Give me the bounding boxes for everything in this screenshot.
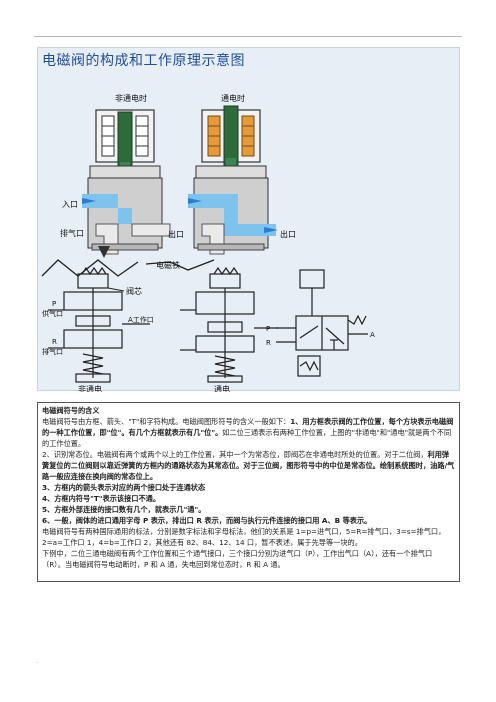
label-A-port: A工作口 (128, 315, 154, 324)
label-valve-core: 阀芯 (126, 286, 142, 296)
paragraph-1-example: 如二位三通表示有两种工作位置，上图的"非通电"和"通电"就是两个不同的工作位置。 (42, 428, 452, 448)
schematic-off (48, 266, 150, 383)
sym-R: R (266, 339, 271, 347)
sym-A: A (370, 331, 375, 339)
label-on: 通电时 (221, 93, 245, 103)
paragraph-4: 4、方框内符号"T"表示该接口不通。 (42, 494, 161, 503)
paragraph-1: 电磁阀符号由方框、箭头、"T"和字符构成。电磁阀图形符号的含义一般如下：1、用方… (42, 416, 455, 449)
paragraph-1-rule: 1、用方框表示阀的工作位置，每个方块表示电磁阀的一种工作位置，即"位"。有几个方… (42, 417, 454, 437)
label-outlet-on: 出口 (280, 229, 296, 239)
valve-on-illustration (188, 105, 278, 255)
label-coil: 电磁铁 (156, 260, 180, 270)
paragraph-7: 电磁阀符号有两种国际通用的标法，分别是数字标法和字母标法，他们的关系是 1=p=… (42, 527, 446, 547)
page-footer-mark: . (36, 658, 38, 665)
valve-off-illustration (82, 109, 171, 258)
solenoid-diagram: 非通电时 入口 排气口 通电时 (41, 93, 375, 392)
paragraph-2-b: 利用弹簧复位的二位阀则以靠近弹簧的方框内的通路状态为其常态位。对于三位阀，图形符… (42, 450, 455, 481)
label-no-power: 非通电 (78, 384, 102, 392)
schematic-on (180, 266, 278, 383)
page-mark: · (458, 30, 460, 35)
label-outlet-off: 出口 (168, 229, 184, 239)
paragraph-2: 2、识别常态位。电磁阀有两个或两个以上的工作位置，其中一个为常态位，即阀芯在非通… (42, 449, 455, 482)
label-R-exhaust: 排气口 (42, 347, 63, 356)
label-off: 非通电时 (115, 93, 147, 103)
label-exhaust-off: 排气口 (60, 228, 84, 238)
figure-title: 电磁阀的构成和工作原理示意图 (42, 53, 245, 69)
section-heading: 电磁阀符号的含义 (42, 406, 100, 415)
paragraph-3: 3、方框内的箭头表示对应的两个接口处于连通状态 (42, 483, 206, 492)
sym-P: P (266, 325, 270, 333)
label-P: P (52, 300, 56, 308)
meaning-text-box: 电磁阀符号的含义 电磁阀符号由方框、箭头、"T"和字符构成。电磁阀图形符号的含义… (37, 402, 460, 582)
paragraph-8: 下例中，二位三通电磁阀有两个工作位置和三个通气接口，三个接口分别为进气口（P），… (42, 549, 433, 569)
label-R: R (52, 338, 57, 346)
label-inlet: 入口 (62, 200, 78, 209)
paragraph-1-intro: 电磁阀符号由方框、箭头、"T"和字符构成。电磁阀图形符号的含义一般如下： (42, 417, 291, 426)
paragraph-2-a: 2、识别常态位。电磁阀有两个或两个以上的工作位置，其中一个为常态位，即阀芯在非通… (42, 450, 428, 459)
header-rule (34, 36, 462, 37)
label-supply: 供气口 (42, 309, 63, 318)
valve-symbol (276, 269, 368, 377)
paragraph-5: 5、方框外部连接的接口数有几个，就表示几"通"。 (42, 505, 206, 514)
paragraph-6: 6、一般，阀体的进口通用字母 P 表示，排出口 R 表示，而阀与执行元件连接的接… (42, 516, 372, 525)
label-power: 通电 (214, 384, 230, 392)
solenoid-valve-figure: 电磁阀的构成和工作原理示意图 非通电时 入口 (37, 47, 460, 392)
